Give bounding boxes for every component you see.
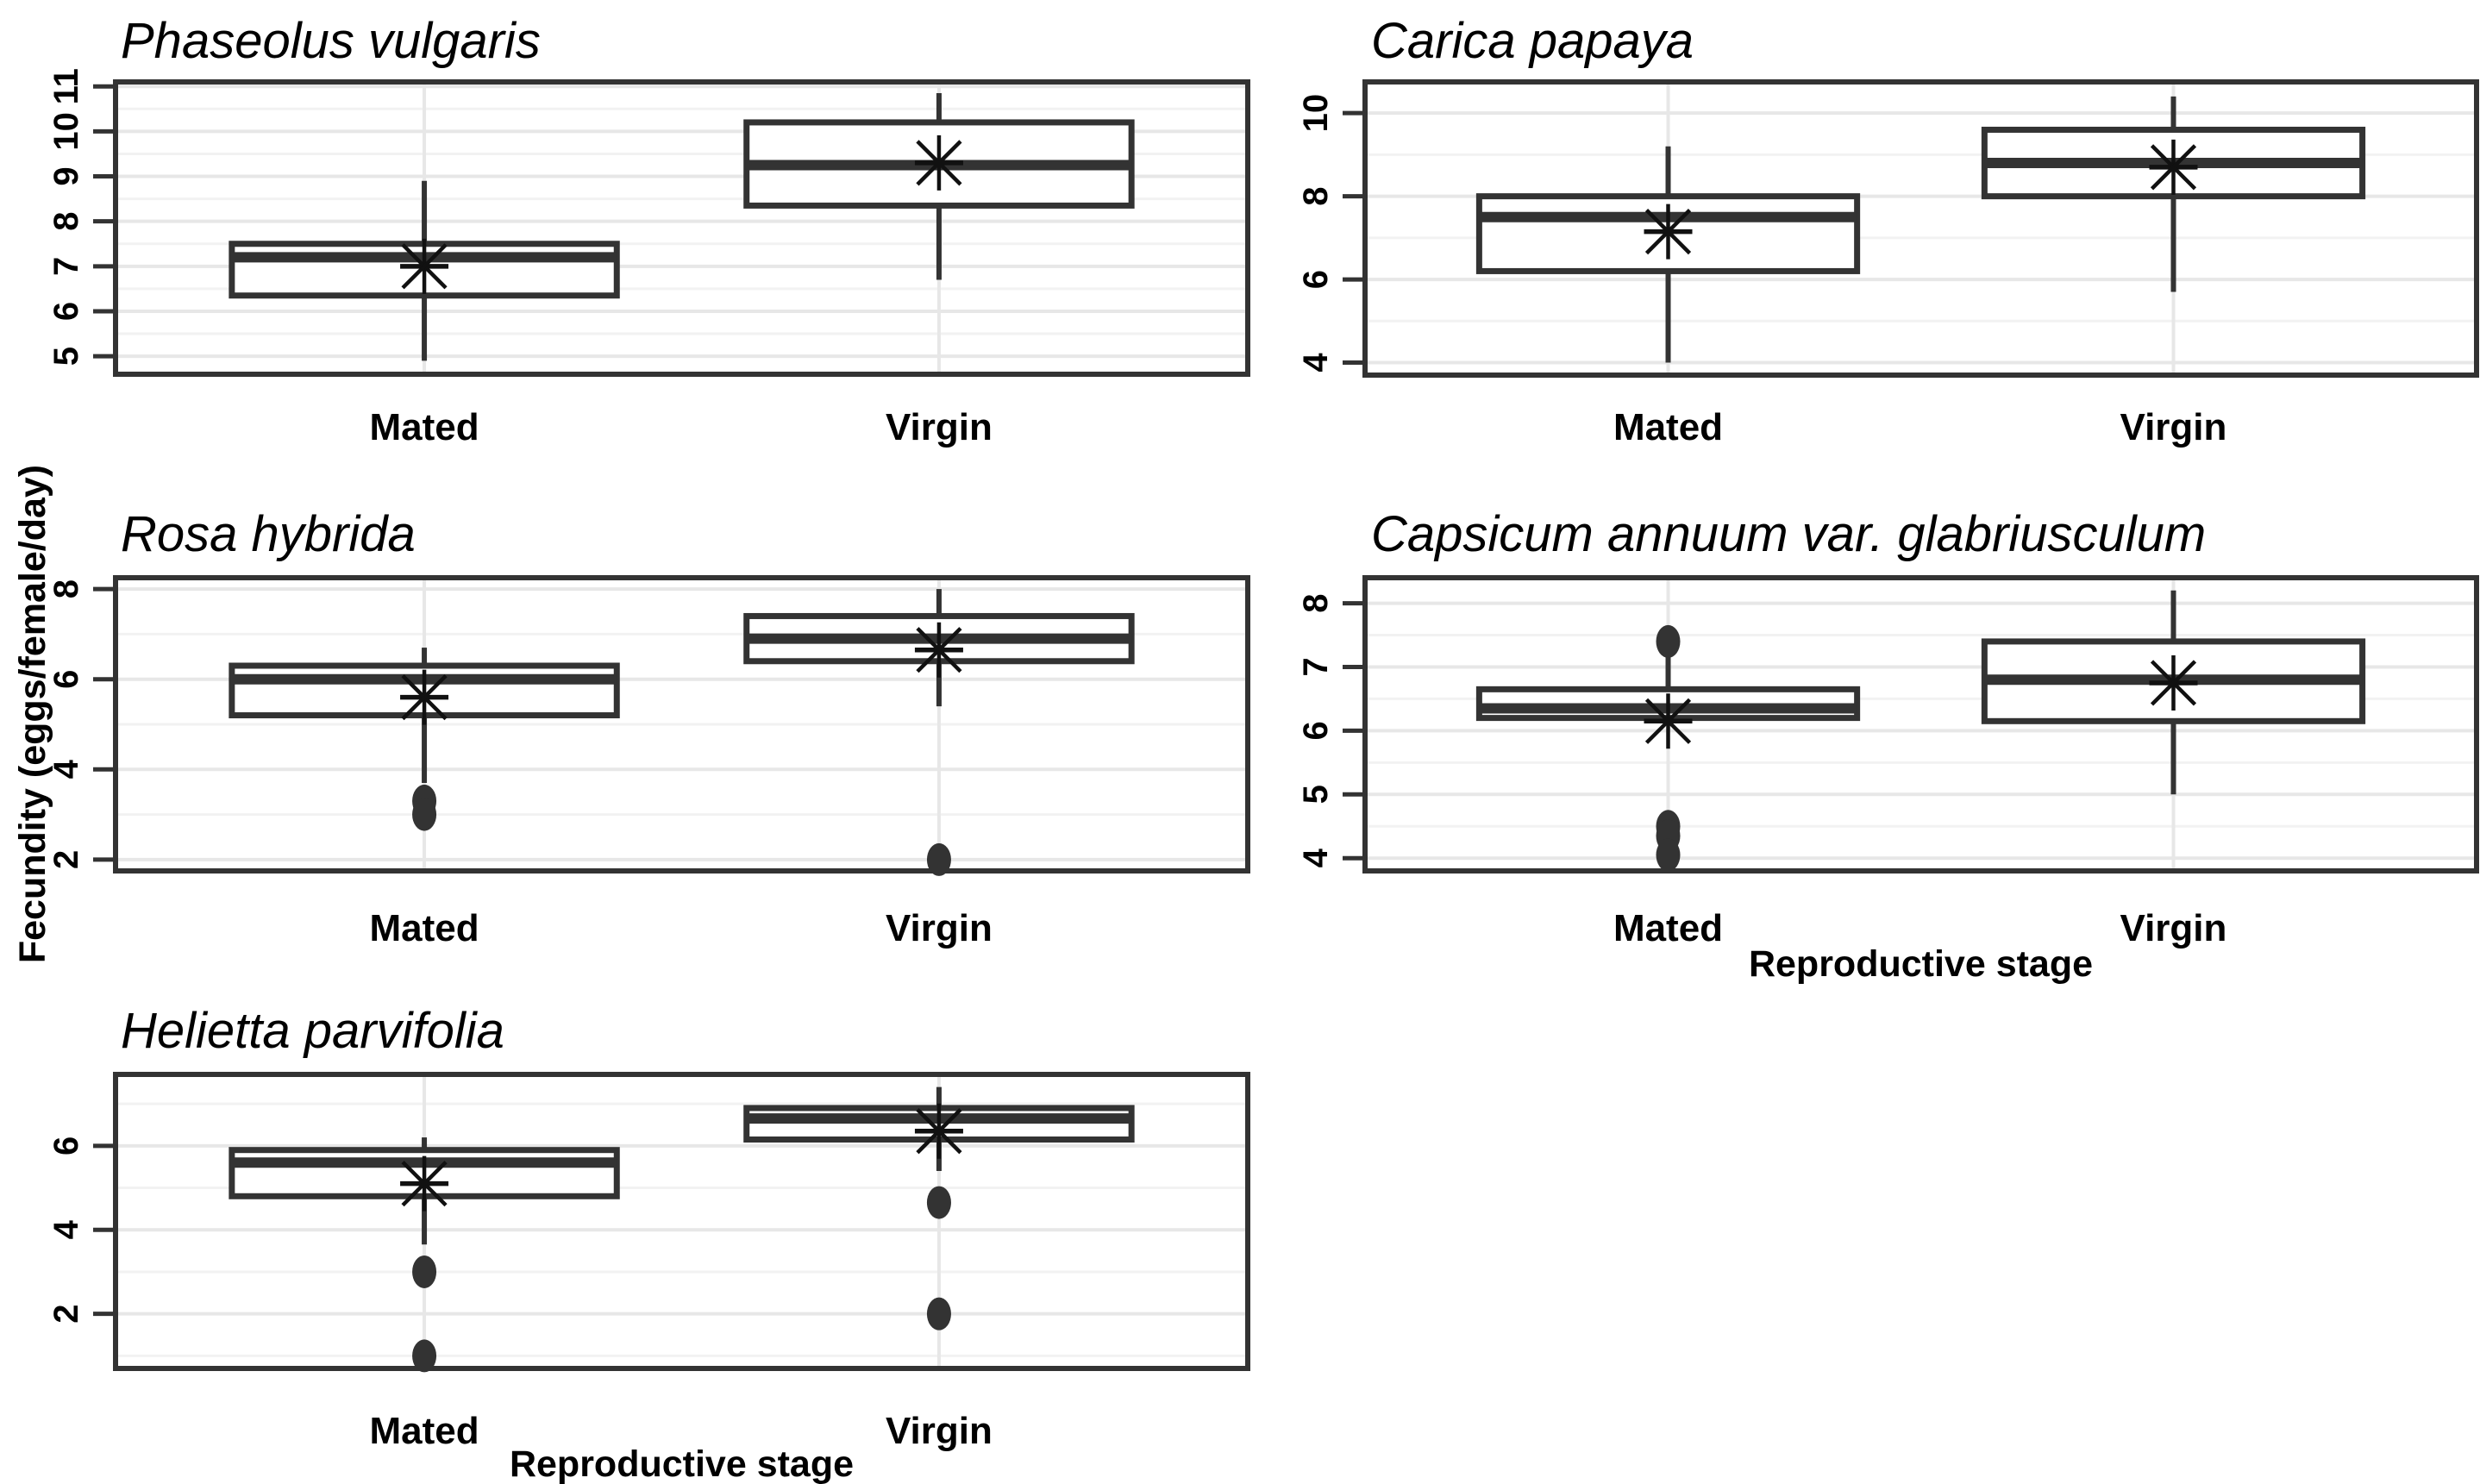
mean-marker-ray	[916, 140, 962, 186]
outlier-dot	[412, 1255, 437, 1288]
outlier-dot	[1656, 838, 1681, 872]
panel-border	[1362, 79, 2479, 378]
tick-label: 6	[1297, 721, 1335, 740]
panel-border	[1362, 575, 2479, 873]
panel-title-rosa-hybrida: Rosa hybrida	[121, 506, 416, 562]
tick-label: 5	[47, 347, 85, 366]
tick-label: 7	[1297, 657, 1335, 676]
mean-marker-ray	[916, 1108, 962, 1155]
tick-label: 8	[1297, 186, 1335, 205]
tick-label: 6	[47, 302, 85, 321]
mean-marker-ray	[1644, 209, 1692, 255]
tick-label: 4	[1297, 353, 1335, 373]
tick-label: 9	[47, 166, 85, 185]
tick-label: 4	[47, 759, 85, 779]
tick-label: 8	[1297, 593, 1335, 612]
tick-label: 6	[47, 1136, 85, 1155]
tick-label: 5	[1297, 785, 1335, 804]
outlier-dot	[412, 1339, 437, 1373]
mean-marker-ray	[401, 243, 448, 290]
tick-label: 8	[47, 212, 85, 231]
outlier-dot	[926, 1297, 951, 1331]
tick-label: 6	[47, 670, 85, 689]
panel-title-helietta-parvifolia: Helietta parvifolia	[121, 1003, 504, 1059]
category-label: Virgin	[2120, 907, 2227, 949]
tick-label: 7	[47, 257, 85, 276]
category-label: Mated	[369, 1410, 479, 1452]
tick-label: 2	[47, 1305, 85, 1324]
panel-title-capsicum-annuum: Capsicum annuum var. glabriusculum	[1371, 506, 2207, 562]
tick-label: 10	[47, 112, 85, 151]
mean-marker-ray	[1644, 698, 1692, 744]
panel-title-phaseolus-vulgaris: Phaseolus vulgaris	[121, 13, 541, 69]
outlier-dot	[412, 798, 437, 831]
x-axis-label-capsicum: Reproductive stage	[1748, 943, 2094, 985]
outlier-dot	[926, 1186, 951, 1219]
outlier-dot	[926, 842, 951, 876]
mean-marker-ray	[401, 674, 448, 721]
outlier-dot	[1656, 624, 1681, 658]
mean-marker-ray	[2150, 660, 2197, 706]
x-axis-label-helietta: Reproductive stage	[509, 1443, 855, 1484]
category-label: Virgin	[886, 406, 993, 448]
mean-marker-ray	[401, 1161, 448, 1207]
category-label: Mated	[1613, 406, 1723, 448]
mean-marker-ray	[916, 627, 962, 673]
category-label: Mated	[369, 406, 479, 448]
panel-title-carica-papaya: Carica papaya	[1371, 13, 1694, 69]
category-label: Virgin	[886, 907, 993, 949]
category-label: Virgin	[2120, 406, 2227, 448]
mean-marker-ray	[2150, 144, 2197, 191]
y-axis-label: Fecundity (eggs/female/day)	[12, 464, 53, 964]
tick-label: 4	[47, 1219, 85, 1239]
category-label: Virgin	[886, 1410, 993, 1452]
panel-border	[113, 575, 1250, 873]
tick-label: 4	[1297, 848, 1335, 867]
tick-label: 8	[47, 579, 85, 598]
category-label: Mated	[369, 907, 479, 949]
tick-label: 2	[47, 850, 85, 869]
panel-border	[113, 79, 1250, 377]
panel-border	[113, 1072, 1250, 1371]
tick-label: 11	[47, 68, 85, 104]
tick-label: 6	[1297, 270, 1335, 289]
category-label: Mated	[1613, 907, 1723, 949]
tick-label: 10	[1297, 94, 1335, 133]
